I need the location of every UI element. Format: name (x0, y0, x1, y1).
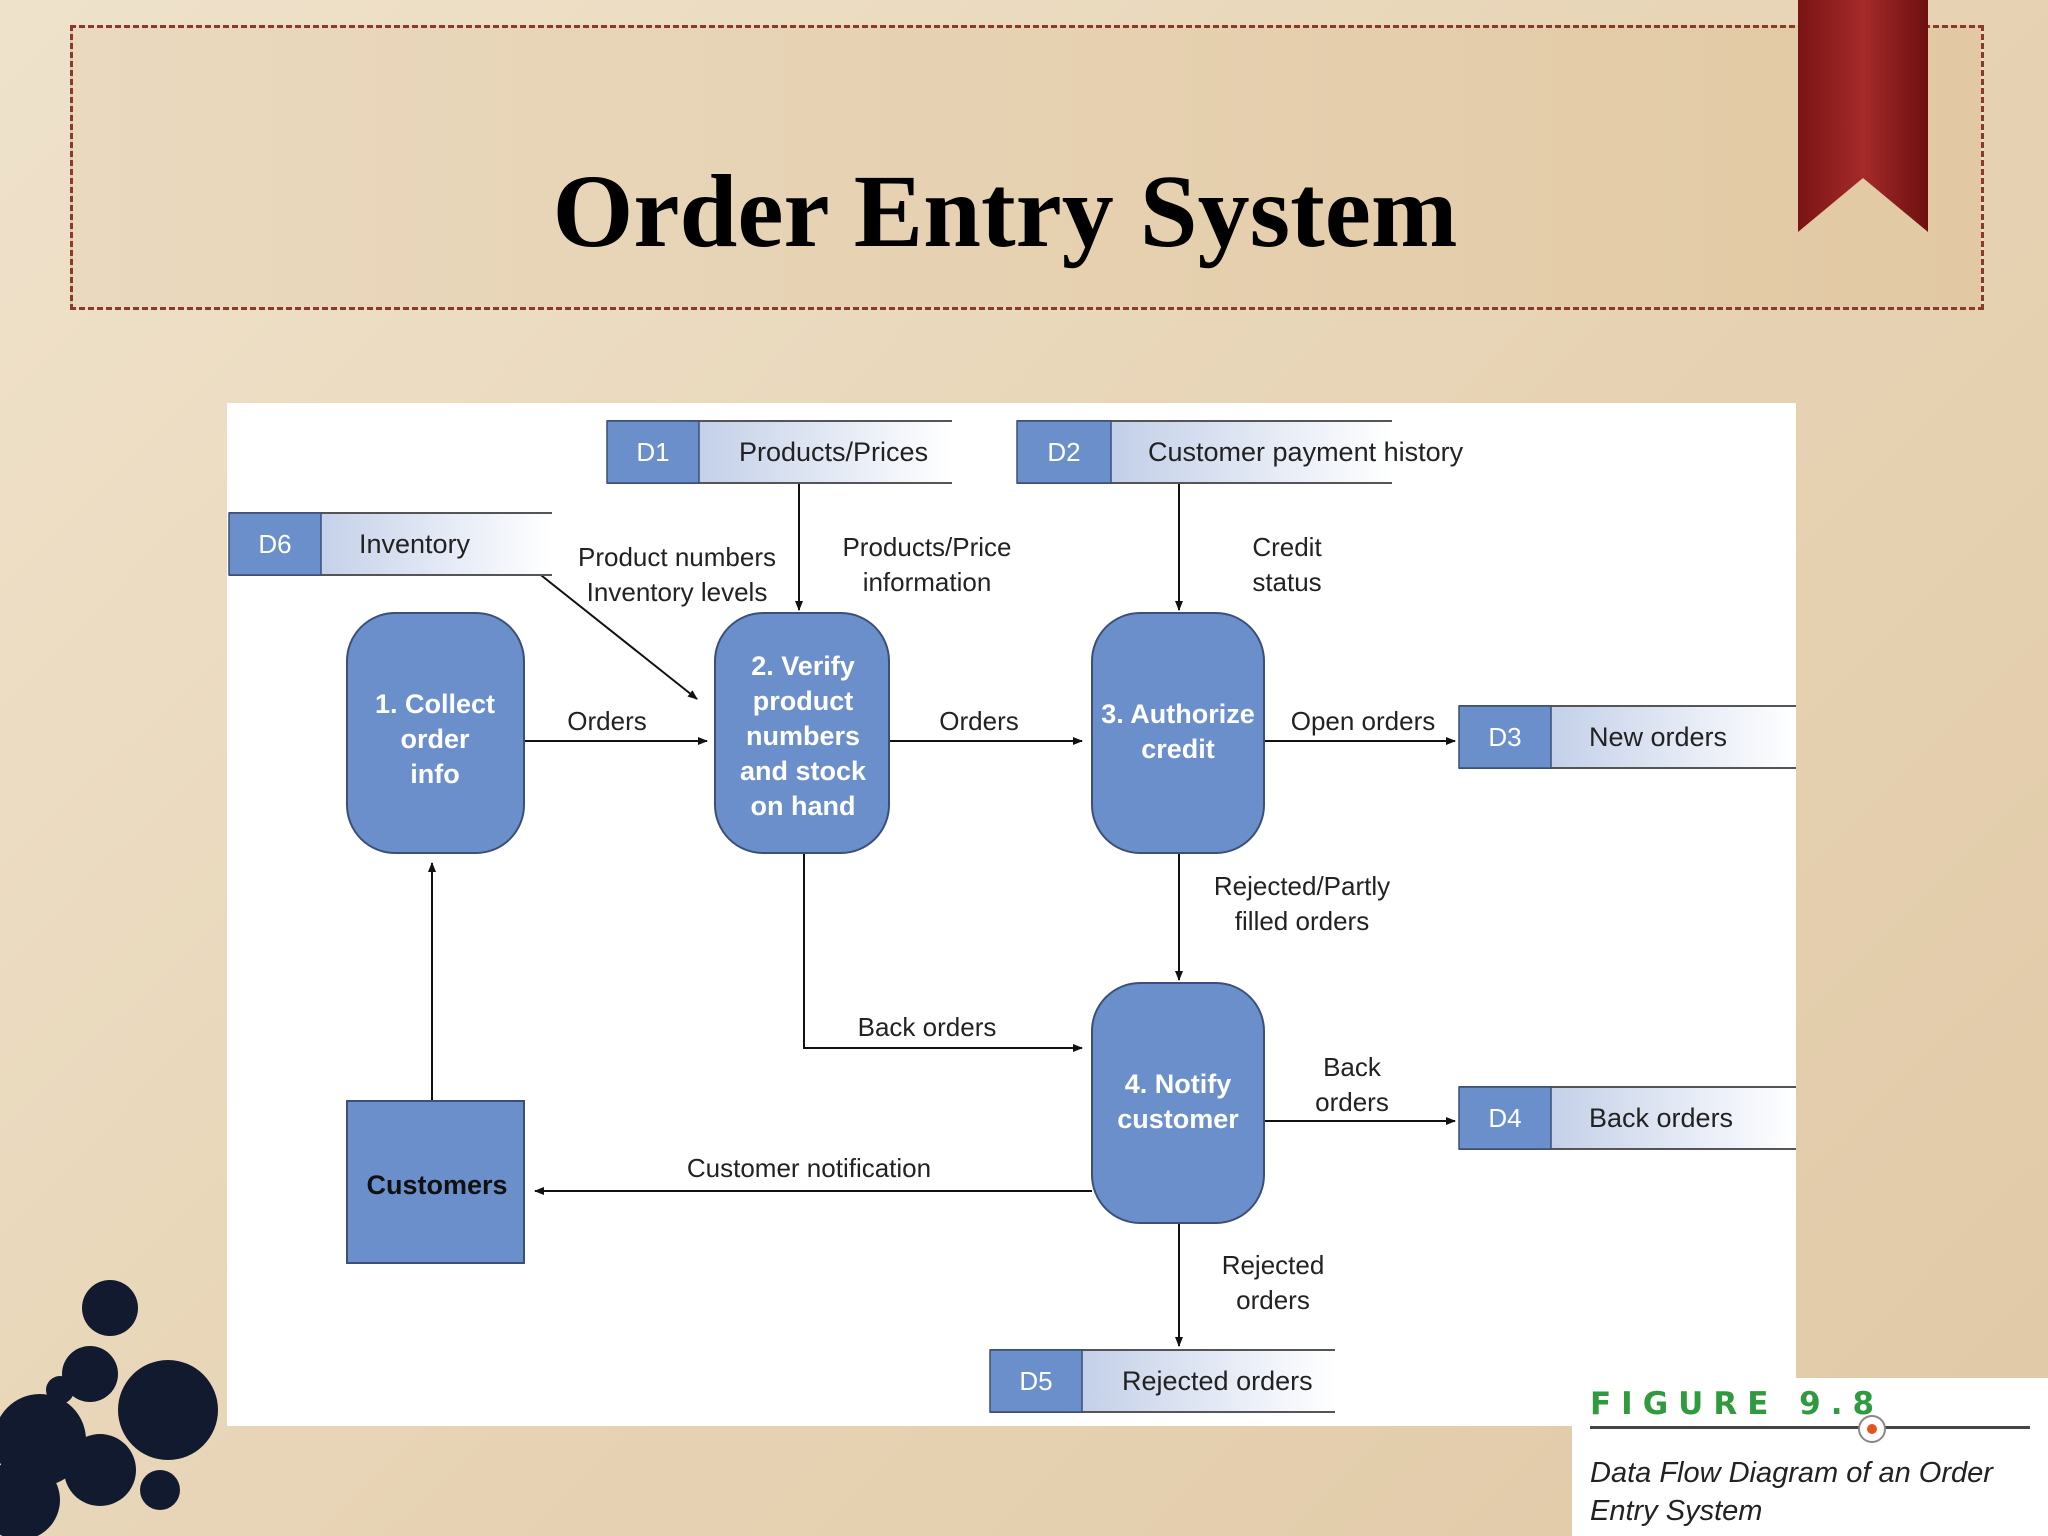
store-id: D4 (1488, 1103, 1521, 1133)
process-label-line: credit (1141, 734, 1215, 764)
store-id: D5 (1019, 1366, 1052, 1396)
process-label-line: numbers (746, 721, 860, 751)
store-id-box (606, 420, 700, 484)
slide-title: Order Entry System (552, 154, 1458, 269)
process-1: 1. Collect order info (346, 612, 525, 854)
process-3: 3. Authorize credit (1091, 612, 1265, 854)
bookmark-ribbon (1798, 0, 1928, 232)
flow-label: information (863, 567, 992, 597)
data-flow-diagram: 1. Collect order info 2. Verify product … (228, 420, 1796, 1413)
store-name: Customer payment history (1148, 437, 1464, 467)
diagram-panel: 1. Collect order info 2. Verify product … (227, 403, 1796, 1426)
store-id: D1 (636, 437, 669, 467)
flow-lines (428, 483, 1456, 1347)
store-id: D2 (1047, 437, 1080, 467)
paint-splatter-decoration (0, 1280, 218, 1536)
process-shape (1091, 612, 1265, 854)
process-label-line: 1. Collect (375, 689, 495, 719)
store-name: New orders (1589, 722, 1727, 752)
store-id: D6 (258, 529, 291, 559)
flow-label: Inventory levels (587, 577, 768, 607)
entity-label: Customers (366, 1170, 507, 1200)
process-4: 4. Notify customer (1091, 982, 1265, 1224)
flow-label: Back orders (858, 1012, 997, 1042)
process-label-line: product (753, 686, 854, 716)
flow-label: Product numbers (578, 542, 776, 572)
store-id: D3 (1488, 722, 1521, 752)
figure-rule (1590, 1426, 2030, 1429)
store-name: Back orders (1589, 1103, 1733, 1133)
flow-label: filled orders (1235, 906, 1369, 936)
store-id-box (1458, 1086, 1552, 1150)
flow-d6-to-p2 (531, 567, 698, 700)
process-label-line: customer (1117, 1104, 1239, 1134)
external-entity-customers: Customers (346, 1100, 525, 1264)
figure-dot-icon (1858, 1415, 1886, 1443)
flow-label: Rejected/Partly (1214, 871, 1390, 901)
store-name: Products/Prices (739, 437, 928, 467)
flow-labels: Product numbers Inventory levels Product… (567, 532, 1435, 1315)
entity-shape (346, 1100, 525, 1264)
store-name: Rejected orders (1122, 1366, 1313, 1396)
process-label-line: on hand (751, 791, 856, 821)
figure-label: FIGURE 9.8 (1590, 1386, 1885, 1422)
data-store-d5: D5 Rejected orders (989, 1349, 1335, 1413)
figure-caption: FIGURE 9.8 Data Flow Diagram of an Order… (1572, 1378, 2048, 1536)
data-store-d2: D2 Customer payment history (1016, 420, 1464, 484)
process-label-line: 4. Notify (1125, 1069, 1232, 1099)
process-shape (346, 612, 525, 854)
store-name: Inventory (359, 529, 471, 559)
process-2: 2. Verify product numbers and stock on h… (714, 612, 890, 854)
flow-label: Open orders (1291, 706, 1436, 736)
process-shape (714, 612, 890, 854)
data-store-d1: D1 Products/Prices (606, 420, 952, 484)
flow-label: orders (1236, 1285, 1310, 1315)
process-label-line: info (410, 759, 459, 789)
flow-label: Rejected (1222, 1250, 1325, 1280)
store-id-box (1016, 420, 1112, 484)
process-label-line: order (400, 724, 470, 754)
data-store-d4: D4 Back orders (1458, 1086, 1796, 1150)
flow-label: Orders (567, 706, 646, 736)
flow-label: Back (1323, 1052, 1382, 1082)
figure-caption-text: Data Flow Diagram of an Order Entry Syst… (1590, 1457, 1993, 1527)
store-id-box (228, 512, 322, 576)
process-label-line: and stock (740, 756, 867, 786)
title-banner (70, 25, 1984, 310)
store-id-box (1458, 705, 1552, 769)
process-shape (1091, 982, 1265, 1224)
data-store-d6: D6 Inventory (228, 512, 552, 576)
data-store-d3: D3 New orders (1458, 705, 1796, 769)
flow-label: orders (1315, 1087, 1389, 1117)
flow-label: Customer notification (687, 1153, 931, 1183)
process-label-line: 3. Authorize (1101, 699, 1255, 729)
flow-label: Products/Price (842, 532, 1011, 562)
flow-label: Orders (939, 706, 1018, 736)
store-id-box (989, 1349, 1083, 1413)
flow-label: status (1252, 567, 1321, 597)
flow-p2-to-p4 (803, 853, 1083, 1052)
process-label-line: 2. Verify (751, 651, 855, 681)
flow-label: Credit (1252, 532, 1322, 562)
